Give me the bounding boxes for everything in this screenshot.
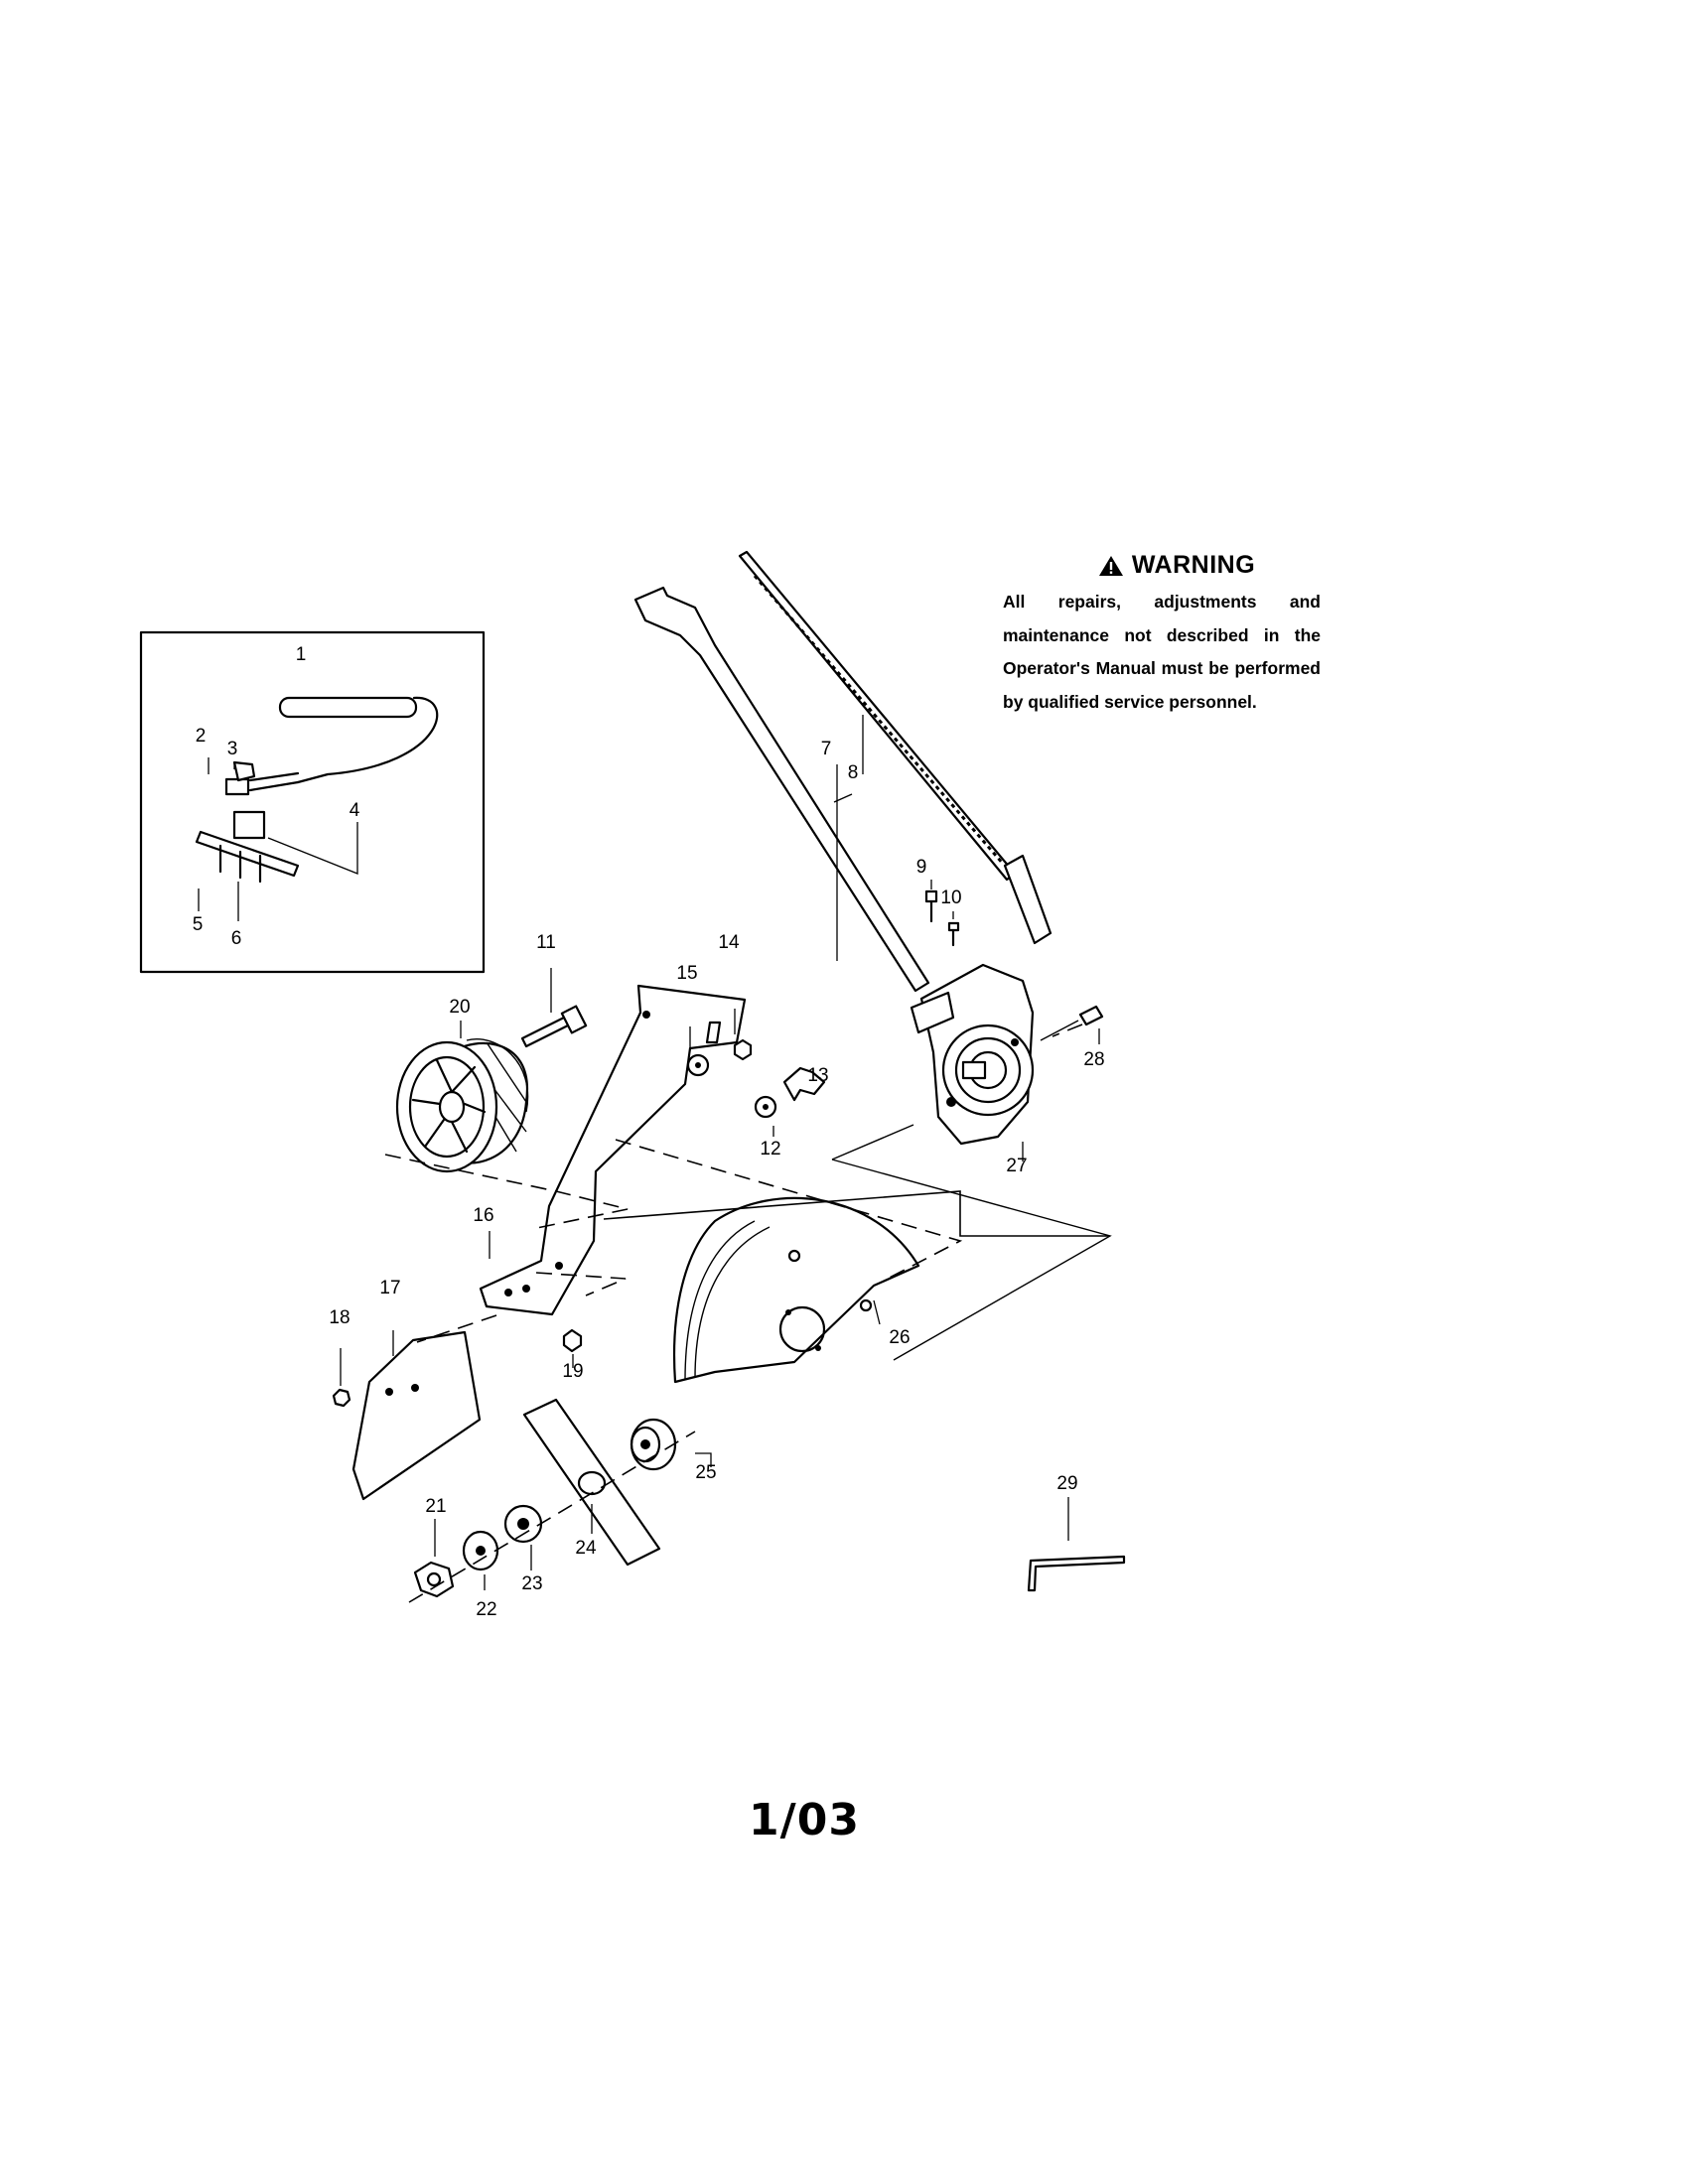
part-19-nut — [562, 1328, 583, 1368]
part-7-shaft — [633, 586, 930, 993]
part-26-blade-guard — [672, 1196, 920, 1384]
part-21-nut — [413, 1519, 455, 1598]
warning-triangle-icon — [1098, 555, 1123, 576]
callout-1: 1 — [296, 644, 307, 665]
callout-11: 11 — [536, 932, 556, 953]
callout-18: 18 — [329, 1307, 350, 1328]
page-code: 1/03 — [749, 1795, 860, 1845]
callout-2: 2 — [196, 726, 207, 747]
part-16-bracket — [479, 984, 747, 1316]
part-10-screw — [947, 911, 960, 947]
part-6-screws — [218, 844, 262, 884]
part-28-screw — [1040, 1005, 1104, 1044]
assembly-dashed-lines — [384, 1024, 1112, 1361]
part-18-screw — [332, 1348, 351, 1408]
warning-heading: WARNING — [1033, 551, 1321, 580]
callout-6: 6 — [231, 928, 242, 949]
part-15-washer — [686, 1026, 710, 1077]
callout-20: 20 — [449, 997, 470, 1018]
callout-5: 5 — [193, 914, 204, 935]
callout-4: 4 — [350, 800, 360, 821]
callout-labels: 1 2 3 4 5 6 7 8 9 10 11 12 13 14 15 16 1… — [193, 644, 1105, 1620]
callout-14: 14 — [718, 932, 740, 953]
callout-17: 17 — [379, 1278, 400, 1298]
warning-notice: WARNING All repairs, adjustments and mai… — [1003, 551, 1321, 719]
handle-assembly-inset — [139, 630, 486, 974]
warning-text: All repairs, adjustments and maintenance… — [1003, 592, 1321, 712]
part-23-washer — [503, 1504, 543, 1570]
callout-16: 16 — [473, 1205, 493, 1226]
callout-10: 10 — [940, 887, 961, 908]
callout-23: 23 — [521, 1573, 542, 1594]
callout-19: 19 — [562, 1361, 583, 1382]
part-9-screw — [924, 880, 938, 923]
callout-26: 26 — [889, 1327, 910, 1348]
part-29-hex-key — [1027, 1497, 1126, 1592]
part-25-adapter — [630, 1418, 712, 1471]
part-4-bracket — [232, 810, 266, 840]
callout-24: 24 — [575, 1538, 597, 1559]
part-8-flex-cable — [738, 550, 1052, 945]
callout-29: 29 — [1056, 1473, 1077, 1494]
part-1-handle — [248, 696, 439, 792]
part-14-nut — [733, 1009, 753, 1061]
callout-21: 21 — [425, 1496, 446, 1517]
part-17-guard-plate — [351, 1330, 482, 1501]
callout-25: 25 — [695, 1462, 716, 1483]
callout-22: 22 — [476, 1599, 496, 1620]
callout-28: 28 — [1083, 1049, 1104, 1070]
part-13-knob — [782, 1066, 826, 1102]
callout-27: 27 — [1006, 1156, 1027, 1176]
callout-7: 7 — [821, 739, 832, 759]
callout-8: 8 — [848, 762, 859, 783]
callout-12: 12 — [760, 1139, 780, 1160]
part-5-bar — [195, 830, 300, 878]
callout-15: 15 — [676, 963, 697, 984]
part-2-3-knob — [224, 760, 256, 796]
callout-3: 3 — [227, 739, 238, 759]
part-11-bolt — [520, 968, 588, 1048]
callout-13: 13 — [807, 1065, 828, 1086]
warning-title: WARNING — [1131, 551, 1256, 579]
part-27-gear-housing — [910, 963, 1035, 1161]
part-22-washer — [462, 1530, 499, 1590]
part-20-wheel — [395, 1021, 529, 1173]
callout-9: 9 — [916, 857, 927, 878]
part-12-washer — [754, 1095, 777, 1137]
